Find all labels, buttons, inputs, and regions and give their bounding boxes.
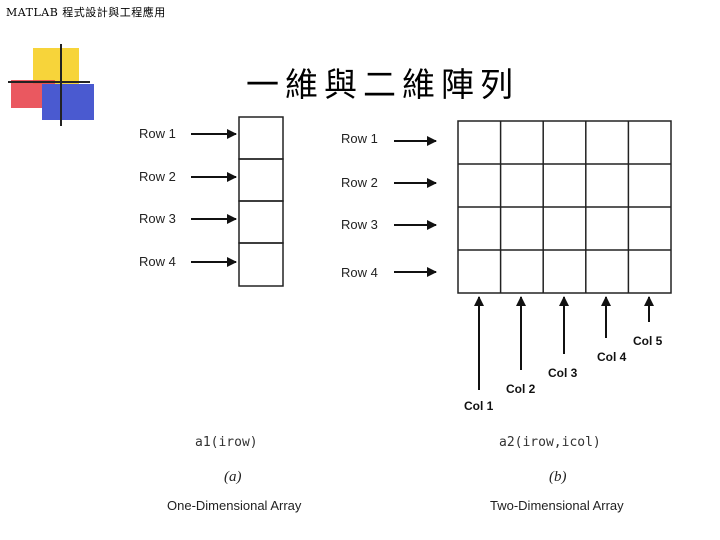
decor-vertical-line [60,44,62,126]
one-d-cell [238,116,284,160]
one-d-row-label: Row 1 [139,126,176,141]
two-d-row-label: Row 3 [341,217,378,232]
two-d-col-label: Col 5 [633,334,663,348]
decor-blue-square [42,84,94,120]
one-d-cell [238,200,284,244]
slide-title: 一維與二維陣列 [246,65,519,104]
two-d-col-label: Col 2 [506,382,536,396]
one-d-cell [238,158,284,202]
one-d-code-label: a1(irow) [195,435,258,450]
one-d-caption: One-Dimensional Array [167,498,302,513]
two-d-grid [457,120,672,294]
one-d-row-label: Row 4 [139,254,176,269]
two-d-col-label: Col 3 [548,366,578,380]
two-d-row-label: Row 4 [341,265,378,280]
one-d-cells [238,116,284,287]
one-d-row-label: Row 3 [139,211,176,226]
two-d-code-label: a2(irow,icol) [499,435,601,450]
two-d-caption: Two-Dimensional Array [490,498,624,513]
two-d-row-label: Row 2 [341,175,378,190]
one-d-row-label: Row 2 [139,169,176,184]
two-d-row-label: Row 1 [341,131,378,146]
two-d-col-label: Col 1 [464,399,494,413]
two-d-array: Row 1 Row 2 Row 3 Row 4 Col 1 Col 2 Col … [341,120,672,513]
one-d-tag: (a) [224,469,242,485]
course-header: MATLAB 程式設計與工程應用 [6,6,166,19]
decor-horizontal-line [8,81,90,83]
one-d-array: Row 1 Row 2 Row 3 Row 4 a1(irow) (a) One… [139,116,302,513]
two-d-col-label: Col 4 [597,350,627,364]
decor-yellow-square [33,48,79,84]
two-d-tag: (b) [549,469,567,485]
one-d-cell [238,242,284,287]
